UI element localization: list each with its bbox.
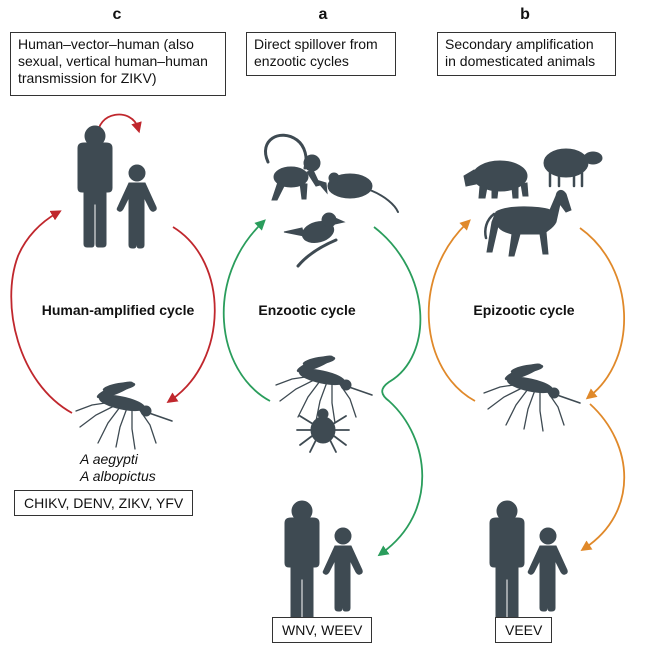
sheep-icon [543, 148, 603, 188]
pig-icon [463, 160, 529, 199]
epizootic-cycle-arrows [427, 219, 626, 551]
human-adult-icon [489, 500, 525, 623]
monkey-icon [264, 133, 321, 201]
human-child-icon [116, 164, 157, 249]
human-amplified-virus-list: CHIKV, DENV, ZIKV, YFV [14, 490, 194, 516]
tick-icon [296, 408, 350, 453]
horse-icon [484, 189, 572, 257]
human-child-icon [527, 527, 568, 612]
enzootic-cycle-label: Enzootic cycle [258, 302, 356, 318]
human-adult-icon [77, 125, 113, 248]
rat-icon [314, 172, 399, 213]
species-aedes-albopictus: A albopictus [80, 468, 156, 484]
vector-species-list: A aegypti A albopictus [80, 451, 156, 485]
enzootic-virus-list: WNV, WEEV [272, 617, 373, 643]
panel-letter-c: c [112, 6, 122, 23]
mosquito-icon [483, 360, 581, 432]
epizootic-cycle-label: Epizootic cycle [473, 302, 575, 318]
human-adult-icon [284, 500, 320, 623]
human-amplified-cycle-label: Human-amplified cycle [41, 302, 195, 318]
human-vector-human-description: Human–vector–human (also sexual, vertica… [10, 32, 226, 96]
direct-spillover-description: Direct spillover from enzootic cycles [246, 32, 396, 76]
human-amplified-cycle-arrows [10, 113, 216, 414]
bird-icon [283, 212, 346, 268]
panel-letter-b: b [520, 6, 530, 23]
secondary-amplification-description: Secondary amplification in domesticated … [437, 32, 616, 76]
species-aedes-aegypti: A aegypti [80, 451, 138, 467]
human-child-icon [322, 527, 363, 612]
mosquito-icon [75, 378, 173, 450]
panel-letter-a: a [318, 6, 328, 23]
epizootic-virus-list: VEEV [495, 617, 553, 643]
enzootic-cycle-arrows [222, 219, 424, 557]
